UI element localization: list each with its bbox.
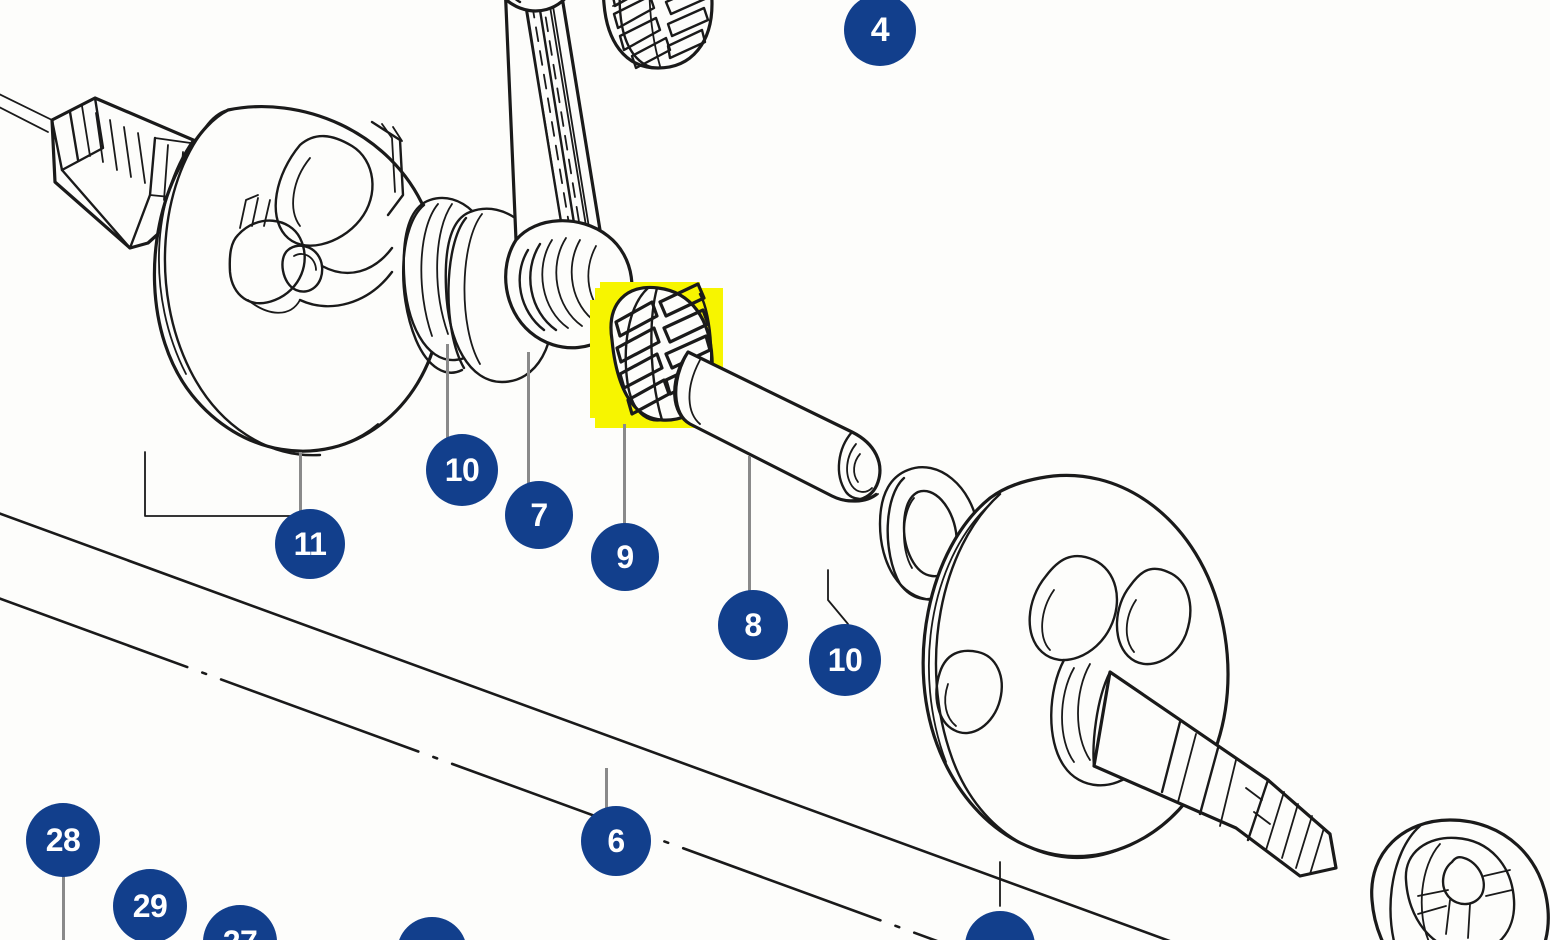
- callout-badge-partial-left[interactable]: [397, 917, 467, 940]
- callout-badge-10-right[interactable]: 10: [809, 624, 881, 696]
- leader-line-7: [527, 352, 530, 486]
- callout-badge-28[interactable]: 28: [26, 803, 100, 877]
- lower-left-edges: [144, 451, 1001, 907]
- crank-pin: [673, 350, 882, 503]
- leader-line-10-left: [446, 344, 449, 440]
- small-end-needle-bearing: [602, 0, 714, 70]
- leader-line-8: [748, 456, 751, 592]
- callout-badge-11[interactable]: 11: [275, 509, 345, 579]
- callout-badge-8[interactable]: 8: [718, 590, 788, 660]
- leader-line-6: [605, 768, 608, 810]
- callout-badge-7[interactable]: 7: [505, 481, 573, 549]
- leader-line-9: [623, 424, 626, 526]
- callout-badge-10-left[interactable]: 10: [426, 434, 498, 506]
- callout-badge-4[interactable]: 4: [844, 0, 916, 66]
- callout-badge-9[interactable]: 9: [591, 523, 659, 591]
- axis-lines: [0, 512, 1171, 940]
- callout-badge-6[interactable]: 6: [581, 806, 651, 876]
- leader-line-11: [299, 452, 302, 514]
- left-crank-web: [152, 105, 444, 457]
- leader-line-28: [62, 874, 65, 940]
- callout-badge-29[interactable]: 29: [113, 869, 187, 940]
- right-tapered-shaft: [1092, 670, 1338, 878]
- main-ball-bearing: [1370, 818, 1550, 940]
